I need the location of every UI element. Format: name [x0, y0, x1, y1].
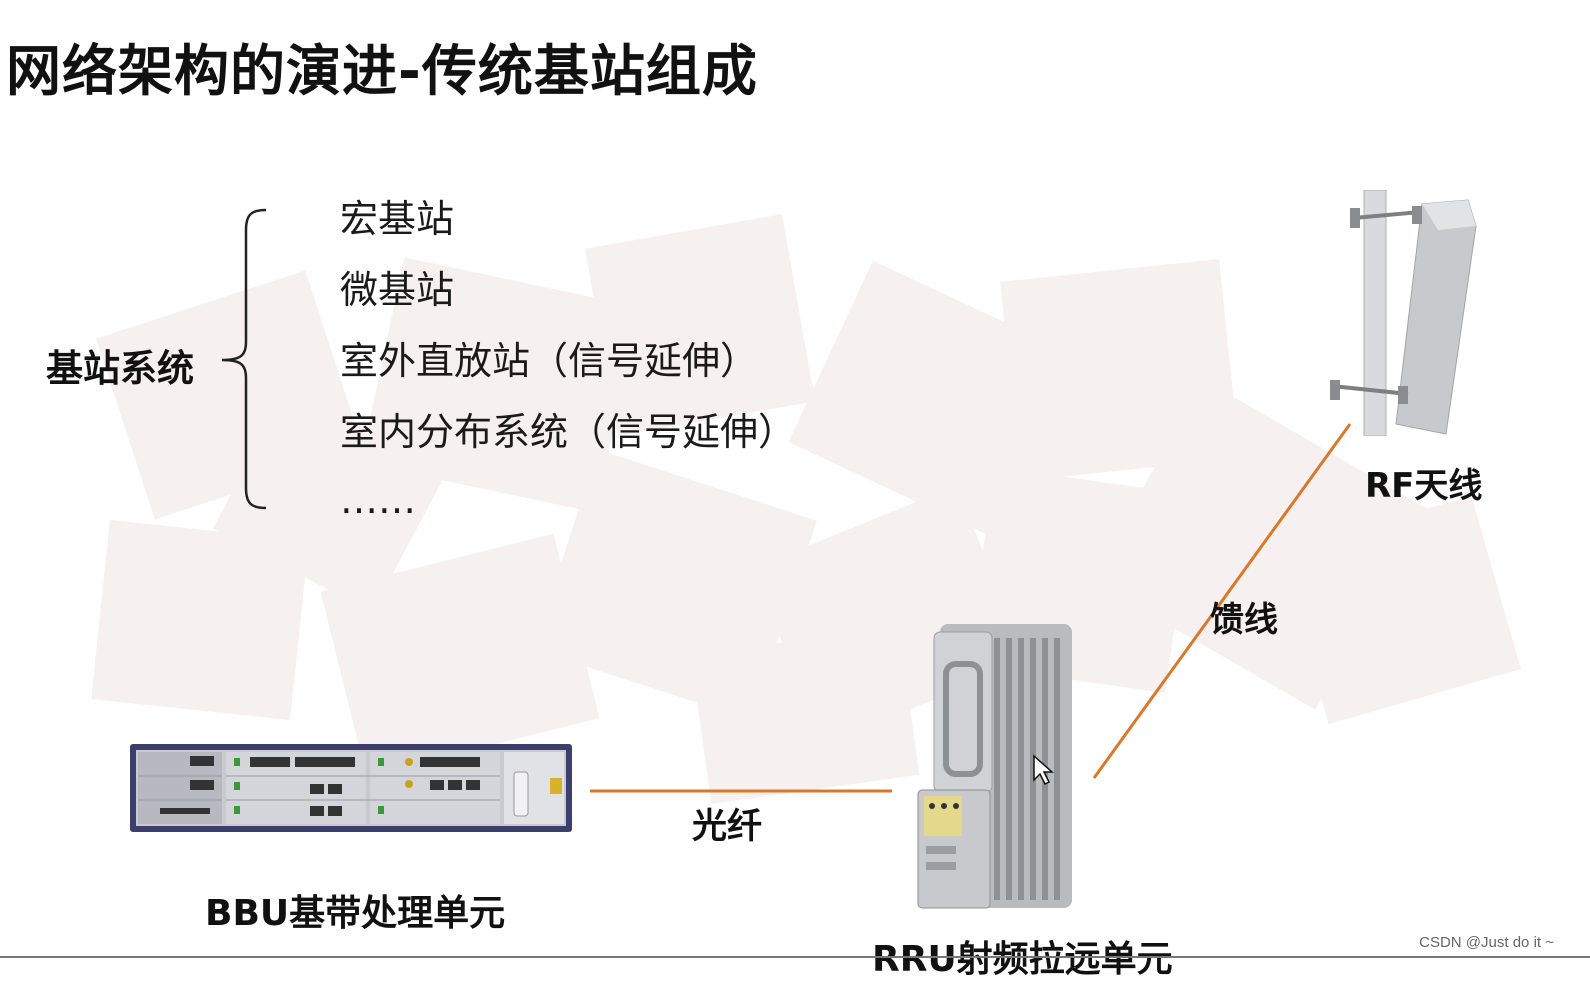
rf-antenna-image	[1326, 190, 1486, 436]
fiber-link-label: 光纤	[692, 798, 762, 849]
list-item: 室内分布系统（信号延伸）	[340, 401, 796, 456]
list-item: 微基站	[340, 259, 454, 314]
bbu-label: BBU基带处理单元	[205, 884, 505, 936]
rf-antenna-label: RF天线	[1365, 458, 1482, 507]
feeder-link-label: 馈线	[1210, 592, 1278, 641]
bbu-device-image	[130, 744, 572, 832]
page-title: 网络架构的演进-传统基站组成	[6, 26, 758, 106]
watermark: CSDN @Just do it ~	[1419, 934, 1554, 951]
list-item: 宏基站	[340, 188, 454, 243]
mouse-cursor-icon	[1032, 754, 1054, 786]
base-station-system-label: 基站系统	[46, 338, 194, 392]
list-item-ellipsis: ……	[340, 478, 416, 522]
rru-device-image	[916, 620, 1080, 916]
curly-brace	[216, 206, 276, 512]
bottom-border	[0, 956, 1590, 958]
list-item: 室外直放站（信号延伸）	[340, 330, 758, 385]
